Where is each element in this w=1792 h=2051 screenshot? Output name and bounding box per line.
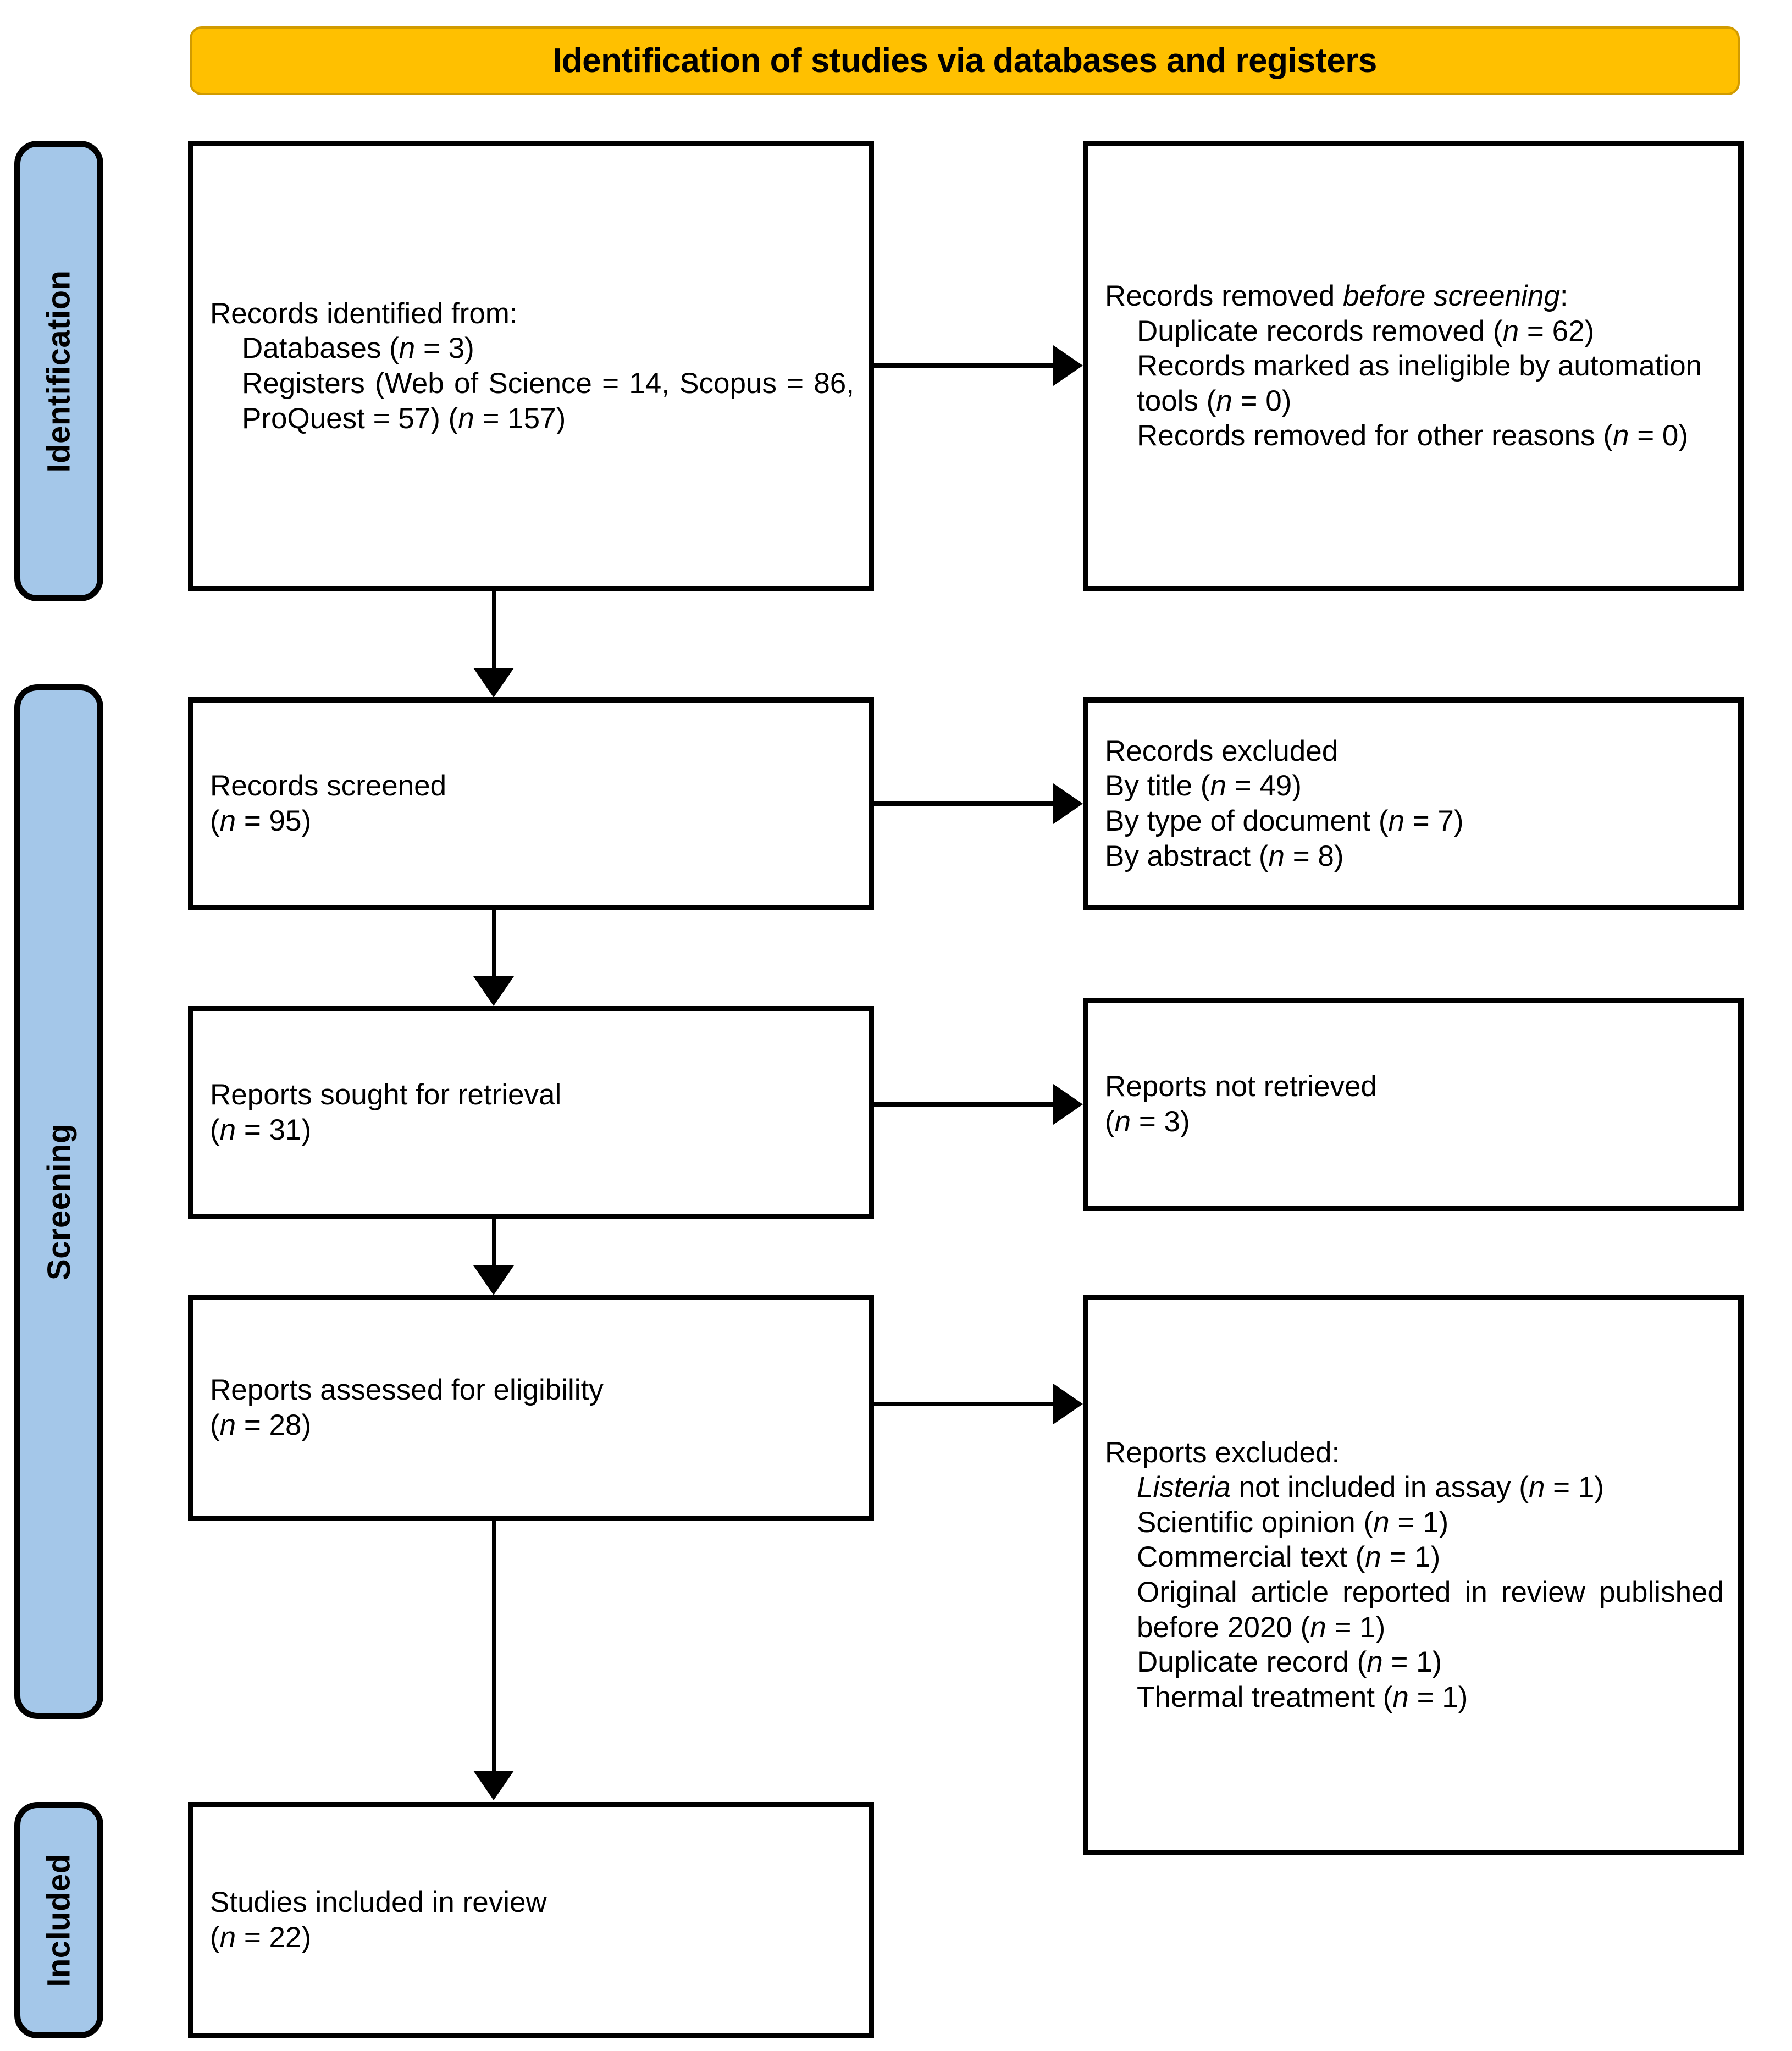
box-reports-not-retrieved: Reports not retrieved (n = 3) <box>1083 998 1744 1211</box>
reports-excluded-title: Reports excluded: <box>1105 1436 1340 1469</box>
connector-screened-to-sought <box>492 908 496 977</box>
reports-sought-count: (n = 31) <box>210 1114 312 1146</box>
arrowhead-identified-to-removed <box>1053 345 1083 386</box>
phase-label-identification-text: Identification <box>41 270 77 472</box>
records-removed-other: Records removed for other reasons (n = 0… <box>1137 419 1689 452</box>
records-excluded-by-abstract: By abstract (n = 8) <box>1105 839 1344 872</box>
records-removed-ineligible: Records marked as ineligible by automati… <box>1137 350 1702 417</box>
records-removed-title-emphasis: before screening <box>1343 280 1560 313</box>
reports-excluded-opinion: Scientific opinion (n = 1) <box>1137 1506 1449 1539</box>
reports-not-retrieved-title: Reports not retrieved <box>1105 1070 1377 1103</box>
connector-identified-to-removed <box>872 363 1053 368</box>
reports-excluded-commercial: Commercial text (n = 1) <box>1137 1541 1441 1574</box>
arrowhead-assessed-to-included <box>473 1771 514 1800</box>
reports-assessed-count: (n = 28) <box>210 1409 312 1441</box>
box-reports-assessed: Reports assessed for eligibility (n = 28… <box>188 1295 874 1521</box>
phase-label-screening: Screening <box>14 684 103 1719</box>
diagram-banner: Identification of studies via databases … <box>190 26 1740 95</box>
phase-label-screening-text: Screening <box>41 1123 77 1280</box>
records-excluded-title: Records excluded <box>1105 734 1339 767</box>
reports-excluded-listeria-genus: Listeria <box>1137 1471 1231 1504</box>
arrowhead-identified-to-screened <box>473 668 514 698</box>
connector-assessed-to-included <box>492 1519 496 1772</box>
box-records-identified: Records identified from: Databases (n = … <box>188 141 874 591</box>
phase-label-included: Included <box>14 1802 103 2038</box>
connector-screened-to-records-excluded <box>872 801 1053 806</box>
reports-excluded-duplicate: Duplicate record (n = 1) <box>1137 1646 1442 1679</box>
records-excluded-by-title: By title (n = 49) <box>1105 770 1302 803</box>
reports-excluded-listeria: Listeria not included in assay (n = 1) <box>1137 1471 1604 1504</box>
banner-title: Identification of studies via databases … <box>552 42 1377 80</box>
records-removed-title: Records removed before screening: <box>1105 280 1568 313</box>
box-reports-sought: Reports sought for retrieval (n = 31) <box>188 1006 874 1219</box>
arrowhead-sought-to-assessed <box>473 1265 514 1295</box>
arrowhead-assessed-to-reports-excluded <box>1053 1384 1083 1424</box>
connector-sought-to-assessed <box>492 1217 496 1267</box>
records-identified-title: Records identified from: <box>210 297 518 330</box>
arrowhead-screened-to-records-excluded <box>1053 783 1083 824</box>
reports-assessed-title: Reports assessed for eligibility <box>210 1374 604 1407</box>
records-removed-duplicates: Duplicate records removed (n = 62) <box>1137 314 1595 347</box>
records-excluded-by-type: By type of document (n = 7) <box>1105 805 1464 837</box>
box-studies-included: Studies included in review (n = 22) <box>188 1802 874 2038</box>
arrowhead-screened-to-sought <box>473 976 514 1006</box>
box-records-screened: Records screened (n = 95) <box>188 697 874 910</box>
phase-label-included-text: Included <box>41 1853 77 1987</box>
records-identified-databases: Databases (n = 3) <box>242 332 474 365</box>
connector-identified-to-screened <box>492 589 496 669</box>
arrowhead-sought-to-not-retrieved <box>1053 1084 1083 1125</box>
records-screened-title: Records screened <box>210 770 447 803</box>
reports-excluded-thermal: Thermal treatment (n = 1) <box>1137 1680 1468 1713</box>
reports-excluded-original: Original article reported in review publ… <box>1137 1576 1724 1644</box>
phase-label-identification: Identification <box>14 141 103 601</box>
box-records-excluded: Records excluded By title (n = 49) By ty… <box>1083 697 1744 910</box>
reports-not-retrieved-count: (n = 3) <box>1105 1105 1190 1138</box>
records-screened-count: (n = 95) <box>210 805 312 837</box>
studies-included-count: (n = 22) <box>210 1921 312 1954</box>
records-identified-registers: Registers (Web of Science = 14, Scopus =… <box>242 367 854 435</box>
studies-included-title: Studies included in review <box>210 1886 547 1919</box>
box-reports-excluded: Reports excluded: Listeria not included … <box>1083 1295 1744 1855</box>
connector-sought-to-not-retrieved <box>872 1102 1053 1107</box>
box-records-removed-before-screening: Records removed before screening: Duplic… <box>1083 141 1744 591</box>
connector-assessed-to-reports-excluded <box>872 1402 1053 1406</box>
reports-sought-title: Reports sought for retrieval <box>210 1079 562 1112</box>
